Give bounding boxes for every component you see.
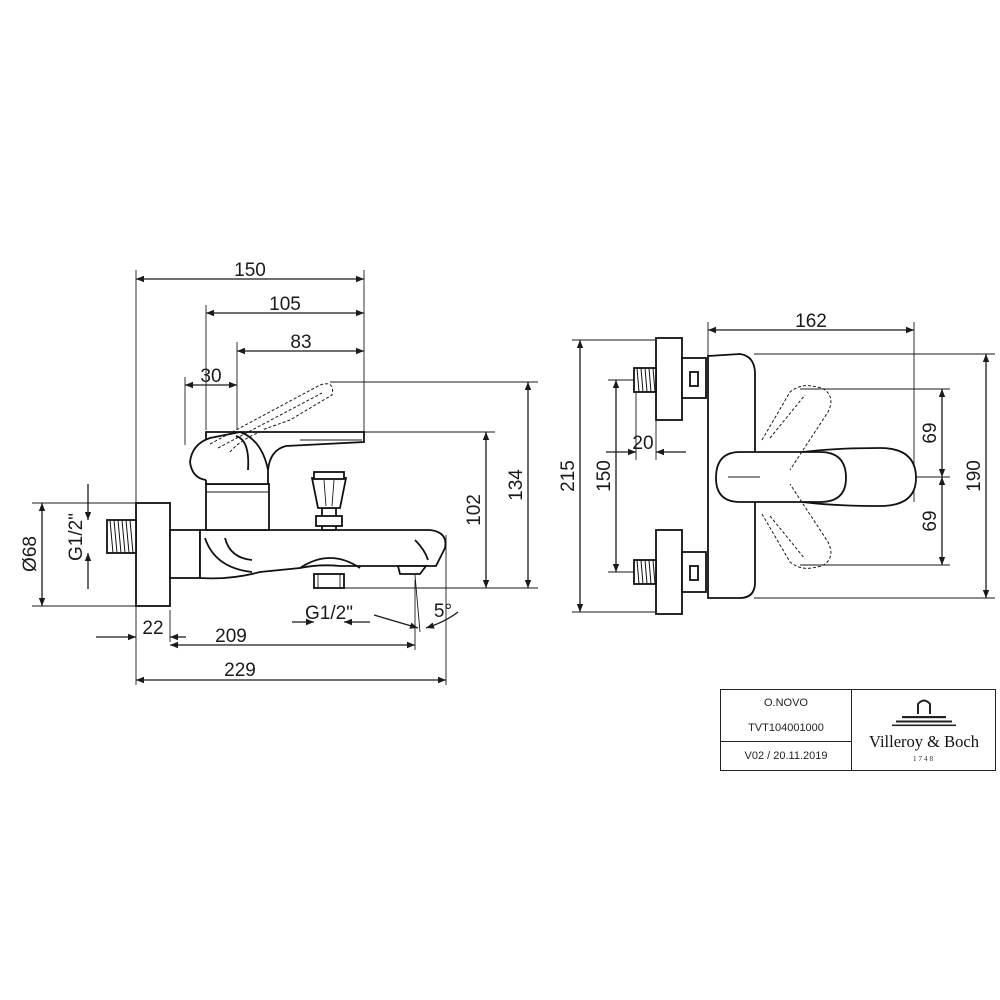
dim-angle: 5° <box>434 601 452 622</box>
dim-68: Ø68 <box>20 536 41 572</box>
wall-rosette <box>135 502 171 607</box>
dim-150-top: 150 <box>594 460 615 492</box>
dim-215: 215 <box>558 460 579 492</box>
shower-outlet <box>313 573 345 589</box>
dim-162: 162 <box>795 311 827 332</box>
series-name: O.NOVO <box>763 696 808 709</box>
connector-nut <box>169 529 201 579</box>
dim-209: 209 <box>215 626 247 647</box>
brand-year: 1748 <box>913 755 935 763</box>
dim-69-top: 69 <box>920 422 941 443</box>
lever-rotated-down <box>761 483 832 569</box>
version-date: V02 / 20.11.2019 <box>721 740 851 770</box>
dim-229: 229 <box>224 660 256 681</box>
dim-134: 134 <box>506 469 527 501</box>
dim-190: 190 <box>964 460 985 492</box>
diverter-knob <box>310 477 348 509</box>
front-view: 150 105 83 30 134 102 Ø68 G1/2" G1/2" 5°… <box>20 260 538 685</box>
dim-g12-left: G1/2" <box>66 513 87 561</box>
article-number: TVT104001000 <box>748 722 824 735</box>
dim-30: 30 <box>200 366 221 387</box>
title-block-info: O.NOVO TVT104001000 V02 / 20.11.2019 <box>721 690 852 770</box>
dim-69-bottom: 69 <box>920 510 941 531</box>
dim-22: 22 <box>142 618 163 639</box>
brand-logo-icon: Villeroy & Boch 1748 <box>869 699 980 763</box>
spout-outlet <box>396 565 428 575</box>
brand-name: Villeroy & Boch <box>869 732 980 751</box>
lever-open-position <box>209 383 333 445</box>
mixer-body <box>199 529 447 580</box>
dim-g12-bottom: G1/2" <box>305 603 353 624</box>
title-block: O.NOVO TVT104001000 V02 / 20.11.2019 Vil… <box>720 689 996 771</box>
rosette-top <box>655 337 683 421</box>
dim-150: 150 <box>234 260 266 281</box>
dim-20: 20 <box>632 433 653 454</box>
top-view: 162 215 150 20 69 69 190 <box>558 311 995 615</box>
rosette-bottom <box>655 529 683 615</box>
dim-102: 102 <box>464 494 485 526</box>
lever-rotated-up <box>761 385 832 471</box>
brand-area: Villeroy & Boch 1748 <box>852 690 995 770</box>
cartridge-riser <box>205 483 270 531</box>
dim-83: 83 <box>290 332 311 353</box>
dim-105: 105 <box>269 294 301 315</box>
